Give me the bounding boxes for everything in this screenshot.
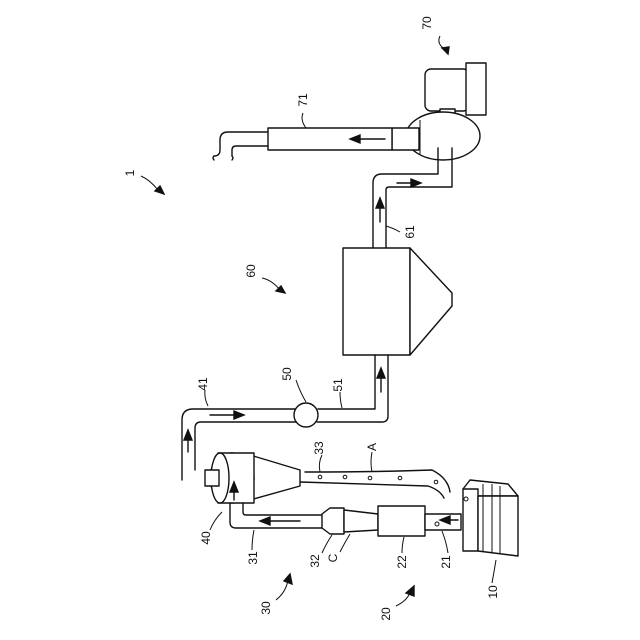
nozzle-body-22 — [378, 506, 425, 536]
leader-51 — [340, 392, 342, 408]
duct-flow-arrow — [260, 517, 270, 525]
leader-10 — [492, 560, 496, 583]
leader-21 — [442, 531, 448, 553]
collector-body — [343, 248, 410, 355]
label-41: 41 — [196, 377, 210, 391]
exhaust-outlet-curl — [213, 156, 233, 160]
label-32: 32 — [308, 554, 322, 568]
pipe-51-inner — [317, 355, 388, 422]
cyclone — [205, 453, 450, 503]
label-71: 71 — [296, 93, 310, 107]
exhaust-pipe — [213, 128, 392, 160]
leader-30-tip — [284, 574, 292, 584]
label-21: 21 — [439, 555, 453, 569]
pipe-41-flow-arrow — [234, 411, 244, 419]
label-30: 30 — [259, 601, 273, 615]
label-20: 20 — [379, 607, 393, 621]
label-50: 50 — [280, 367, 294, 381]
leader-61 — [386, 226, 400, 232]
leader-31 — [252, 530, 254, 550]
pipe-61-flow-arrow — [411, 179, 421, 187]
leader-50 — [296, 380, 306, 402]
blower-assembly — [392, 63, 486, 160]
tube-marker-3 — [368, 476, 372, 480]
leader-40 — [210, 512, 222, 530]
leader-32 — [322, 535, 332, 553]
label-c: C — [326, 553, 340, 562]
collector — [343, 248, 452, 355]
collector-hopper — [410, 248, 452, 355]
blower-motor — [425, 69, 469, 111]
pipe-41-riser-arrow — [184, 430, 192, 440]
leader-30 — [276, 580, 288, 600]
burner-marker — [464, 497, 468, 501]
exhaust-elbow — [214, 132, 268, 156]
reducer-32 — [322, 508, 344, 534]
leader-a — [371, 452, 372, 472]
pipe-51-outer — [318, 355, 375, 409]
cyclone-outlet-stub — [205, 470, 219, 486]
tube-marker-5 — [434, 480, 438, 484]
cyclone-cone — [250, 455, 300, 500]
label-a: A — [365, 443, 379, 451]
leader-70-tip — [442, 47, 449, 54]
label-33: 33 — [312, 441, 326, 455]
burner — [463, 480, 518, 556]
label-1: 1 — [123, 169, 137, 176]
leader-22 — [402, 537, 404, 553]
label-40: 40 — [199, 531, 213, 545]
tube-marker-2 — [343, 475, 347, 479]
leader-33 — [319, 455, 322, 472]
blower-outlet — [392, 128, 419, 150]
duct-31-inner — [243, 503, 322, 515]
leader-71 — [302, 113, 306, 128]
leader-20-tip — [406, 586, 414, 596]
leader-60 — [262, 278, 280, 290]
label-22: 22 — [395, 555, 409, 569]
label-70: 70 — [420, 16, 434, 30]
leader-1 — [141, 176, 158, 190]
valve — [294, 403, 318, 427]
reducer-transition — [344, 510, 378, 532]
label-51: 51 — [331, 378, 345, 392]
pipe-61-riser-arrow — [376, 198, 384, 208]
leader-41 — [205, 390, 208, 406]
pipe-51-flow-arrow — [377, 368, 385, 378]
pipe-61-inner — [386, 148, 452, 248]
blower-motor-plate — [466, 63, 486, 115]
nozzle-marker — [435, 522, 439, 526]
label-60: 60 — [244, 264, 258, 278]
tube-marker-1 — [318, 475, 322, 479]
nozzle-21 — [425, 514, 461, 530]
tapered-tube-33 — [300, 470, 450, 498]
label-10: 10 — [486, 585, 500, 599]
exhaust-elbow-inner — [232, 146, 268, 156]
tube-marker-4 — [398, 476, 402, 480]
label-61: 61 — [403, 225, 417, 239]
leader-1-tip — [155, 186, 164, 194]
leader-c — [340, 534, 350, 552]
burner-side — [478, 496, 518, 556]
label-31: 31 — [246, 551, 260, 565]
duct-assembly — [230, 503, 461, 536]
